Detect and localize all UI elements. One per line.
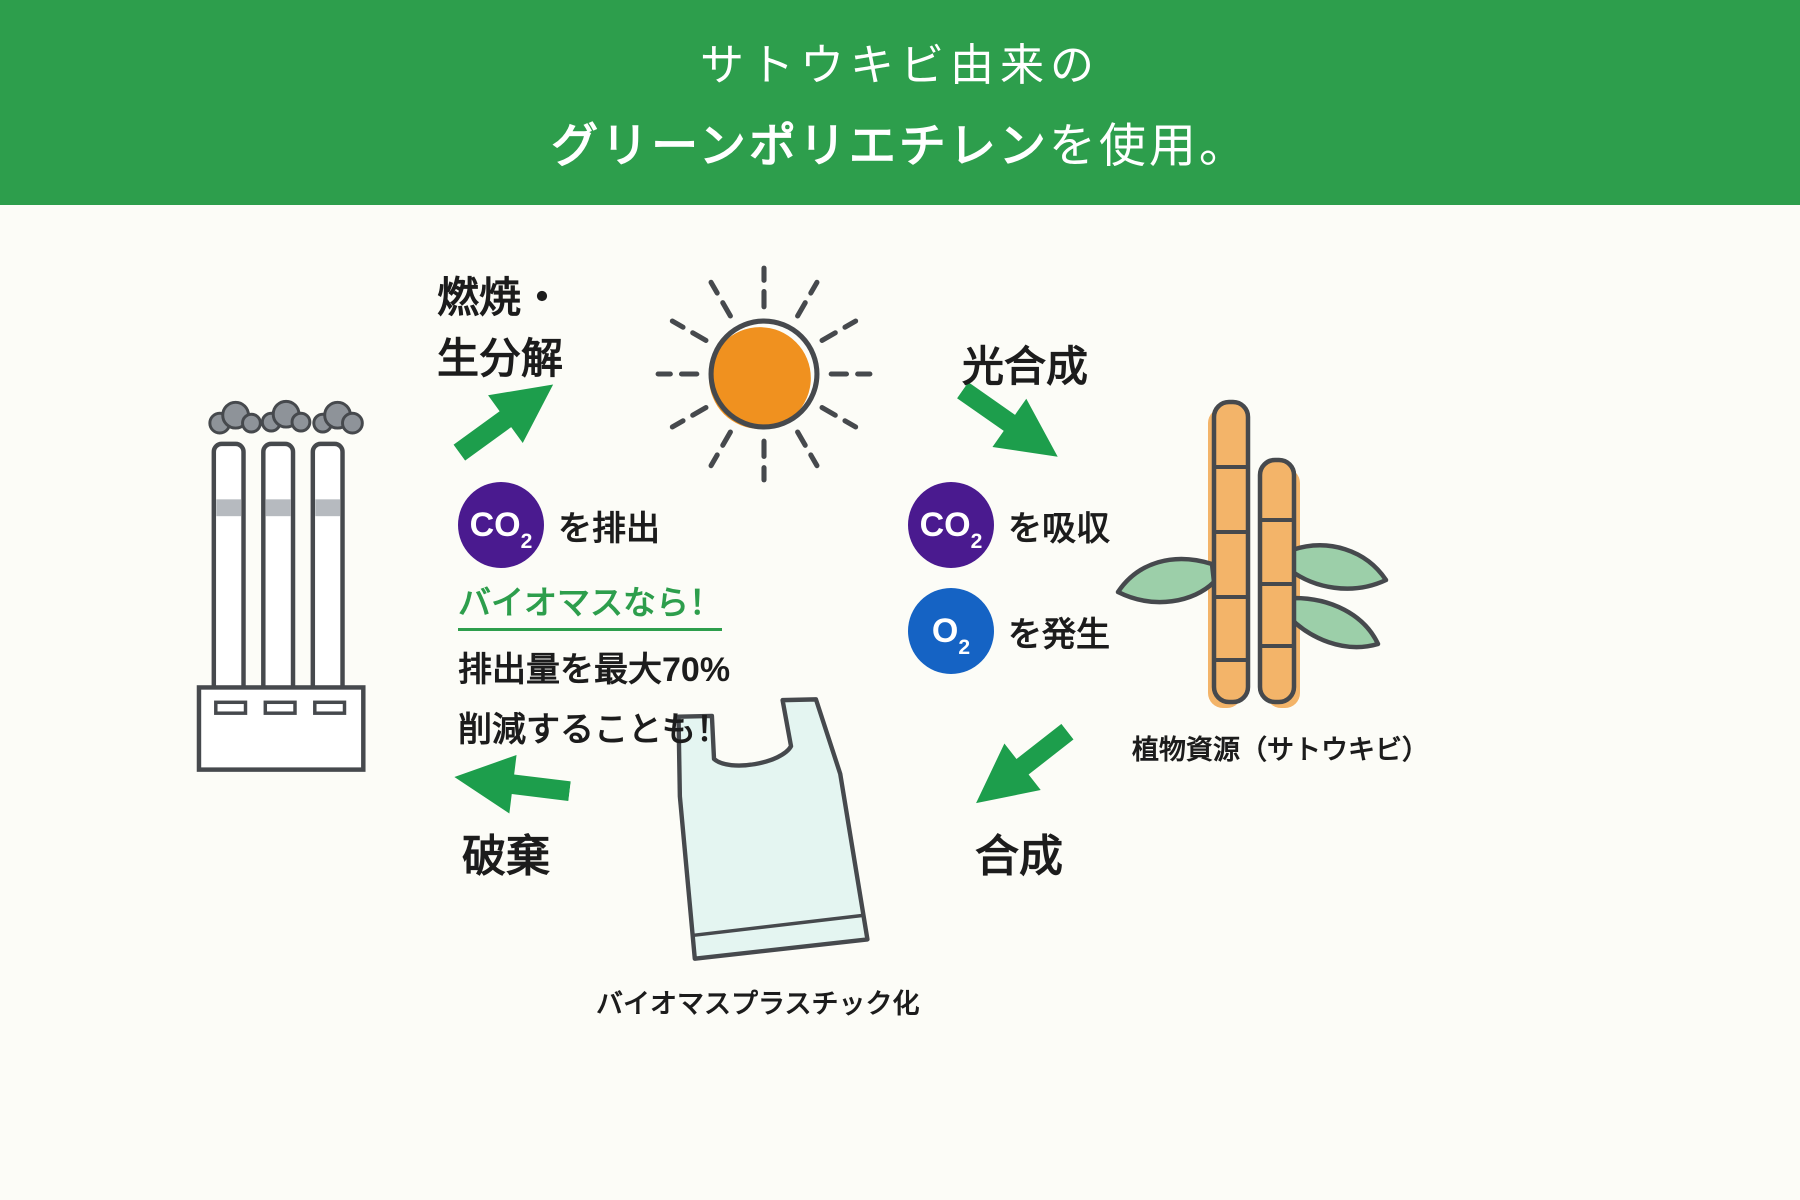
page-title-line2-rest: を使用。 — [1048, 119, 1249, 172]
arrow-synthesis-icon — [952, 703, 1089, 832]
co2-absorb-row: CO2 を吸収 — [908, 482, 1110, 568]
co2-emit-badge: CO2 — [458, 482, 544, 568]
sun-icon-svg — [655, 265, 873, 483]
label-photosynthesis: 光合成 — [962, 343, 1089, 390]
plastic-bag-icon-svg — [676, 697, 870, 961]
arrow-photosynthesis-icon — [942, 361, 1080, 488]
header-banner: サトウキビ由来の グリーンポリエチレンを使用。 — [0, 0, 1800, 205]
biomass-note-line1: 排出量を最大70% — [458, 651, 731, 689]
co2-absorb-badge: CO2 — [908, 482, 994, 568]
label-combustion-line1: 燃焼・ — [437, 274, 564, 321]
arrow-disposal-icon — [448, 741, 574, 827]
o2-generate-label: を発生 — [1008, 615, 1110, 654]
label-combustion-line2: 生分解 — [437, 334, 564, 382]
sun-icon — [652, 262, 876, 486]
arrow-combustion-icon — [438, 354, 576, 482]
co2-emit-formula: CO2 — [469, 505, 533, 553]
o2-generate-badge: O2 — [908, 588, 994, 674]
biomass-note: バイオマスなら！ 排出量を最大70% 削減することも！ — [458, 576, 730, 751]
factory-icon-svg — [196, 399, 366, 772]
page-title-line1: サトウキビ由来の — [700, 41, 1100, 90]
co2-absorb-formula: CO2 — [919, 505, 983, 553]
label-disposal: 破棄 — [462, 832, 550, 881]
sugarcane-icon — [1112, 392, 1402, 722]
caption-biomass-plastic: バイオマスプラスチック化 — [596, 989, 920, 1019]
co2-emit-row: CO2 を排出 — [458, 482, 660, 568]
plastic-bag-icon — [634, 677, 898, 984]
label-combustion: 燃焼・ 生分解 — [437, 268, 563, 390]
page-title-line2: グリーンポリエチレンを使用。 — [551, 107, 1249, 176]
label-synthesis: 合成 — [975, 832, 1063, 881]
factory-icon — [196, 392, 394, 774]
o2-generate-row: O2 を発生 — [908, 588, 1110, 674]
co2-emit-label: を排出 — [558, 509, 660, 548]
biomass-note-line2: 削減することも！ — [458, 711, 730, 749]
biomass-note-headline: バイオマスなら！ — [458, 576, 722, 631]
caption-plant-resource: 植物資源（サトウキビ） — [1132, 735, 1429, 765]
sugarcane-icon-svg — [1115, 399, 1389, 708]
co2-absorb-label: を吸収 — [1008, 509, 1110, 548]
page-title-line2-bold: グリーンポリエチレン — [551, 119, 1049, 172]
o2-generate-formula: O2 — [931, 611, 971, 659]
